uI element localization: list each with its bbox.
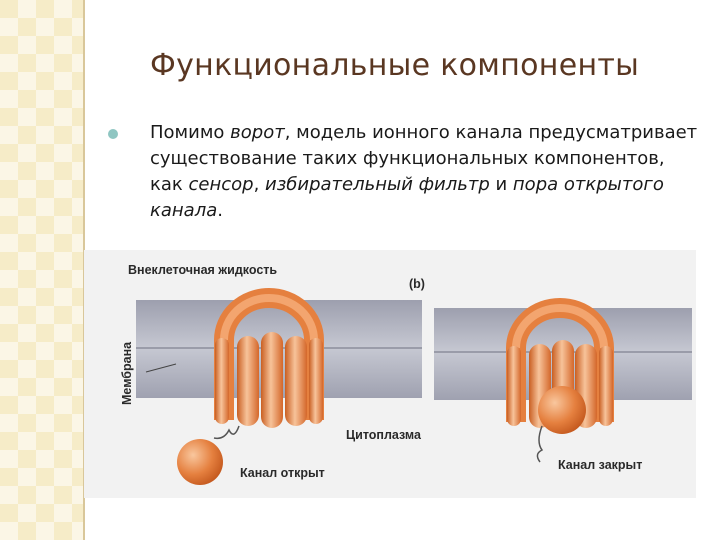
decorative-side-strip xyxy=(0,0,83,540)
paragraph-term-gates: ворот xyxy=(230,122,285,143)
label-extracellular: Внеклеточная жидкость xyxy=(128,263,277,277)
paragraph-text-3: , xyxy=(253,174,266,195)
paragraph-text-2: , модель ионного канала предусматривает … xyxy=(150,122,698,195)
membrane-pointer-line xyxy=(145,363,177,373)
ion-channel-figure: Внеклеточная жидкость Мембрана (b) Цитоп… xyxy=(84,250,696,498)
bullet-paragraph: Помимо ворот, модель ионного канала пред… xyxy=(150,120,700,224)
label-channel-closed: Канал закрыт xyxy=(558,458,642,472)
paragraph-term-filter: избирательный фильтр xyxy=(265,174,490,195)
label-channel-open: Канал открыт xyxy=(240,466,325,480)
label-membrane: Мембрана xyxy=(120,341,134,405)
label-panel-b: (b) xyxy=(409,277,425,291)
slide-title: Функциональные компоненты xyxy=(150,48,640,83)
paragraph-text-4: и xyxy=(489,174,513,195)
paragraph-term-sensor: сенсор xyxy=(188,174,254,195)
bullet-icon xyxy=(108,129,118,139)
paragraph-text-5: . xyxy=(217,200,223,221)
channel-open xyxy=(177,288,324,485)
paragraph-text-1: Помимо xyxy=(150,122,231,143)
paragraph-term-pore: пора открытого канала xyxy=(150,174,664,221)
channel-closed xyxy=(506,298,614,463)
label-cytoplasm: Цитоплазма xyxy=(346,428,422,442)
